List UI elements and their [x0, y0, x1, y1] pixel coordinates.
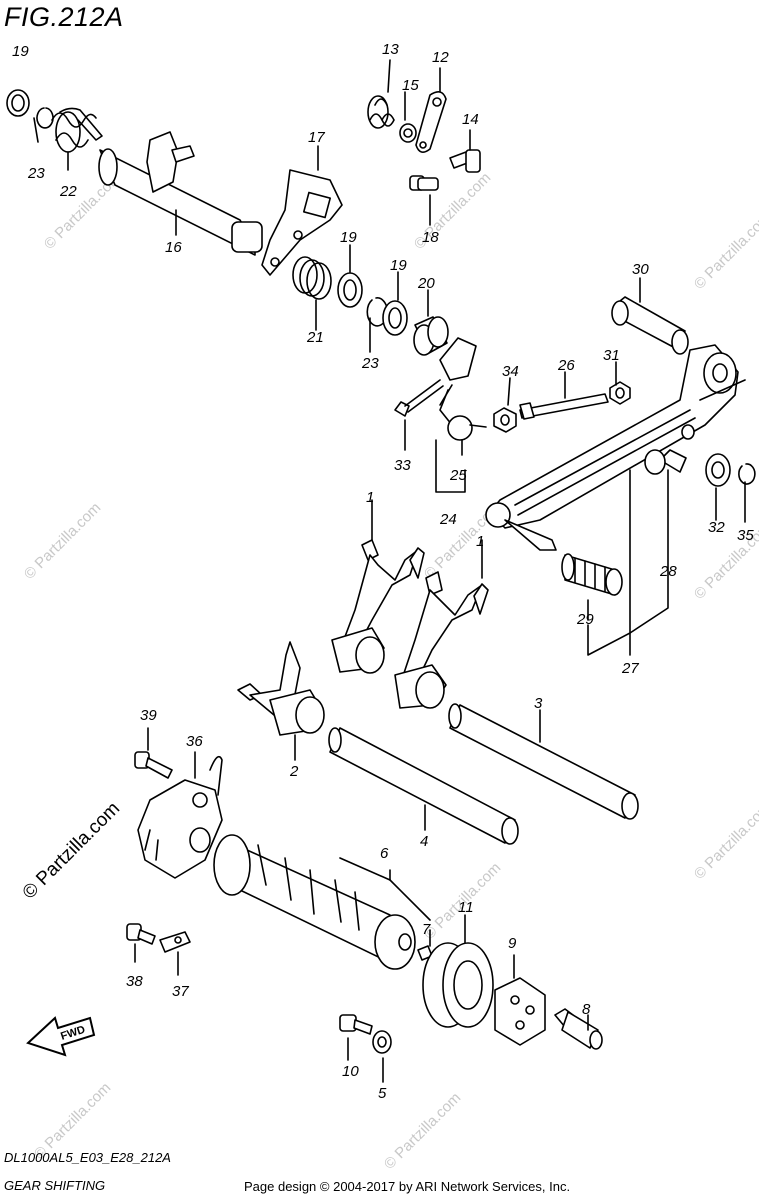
- callout-36: 36: [186, 733, 203, 750]
- callout-24: 24: [439, 511, 457, 528]
- callout-16: 16: [165, 239, 182, 256]
- callout-30: 30: [632, 261, 649, 278]
- part-8-bolt: [554, 1008, 603, 1050]
- callout-38: 38: [126, 973, 143, 990]
- part-31-nut: [609, 361, 631, 405]
- part-38-screw: [126, 923, 156, 963]
- callout-1: 1: [366, 489, 374, 506]
- callout-1: 1: [476, 533, 484, 550]
- callout-37: 37: [172, 983, 189, 1000]
- callout-4: 4: [420, 833, 428, 850]
- part-39-bolt: [134, 727, 173, 779]
- watermark-3: © Partzilla.com: [21, 499, 104, 582]
- callout-2: 2: [289, 763, 299, 780]
- part-29-rubber: [561, 553, 623, 621]
- callout-23: 23: [27, 165, 45, 182]
- part-21-spring: [292, 256, 332, 331]
- part-3-fork-shaft: [448, 703, 639, 820]
- part-27-bracket: [587, 469, 669, 656]
- callout-8: 8: [582, 1001, 591, 1018]
- page-credit: Page design © 2004-2017 by ARI Network S…: [244, 1179, 571, 1194]
- callout-7: 7: [422, 921, 431, 938]
- callout-21: 21: [306, 329, 324, 346]
- callout-5: 5: [378, 1085, 387, 1102]
- callout-19: 19: [390, 257, 407, 274]
- part-6-gearshift-cam: [213, 834, 431, 970]
- callout-9: 9: [508, 935, 517, 952]
- callout-20: 20: [417, 275, 435, 292]
- part-28-gearshift-lever: [485, 344, 746, 551]
- part-22-spring: [51, 107, 103, 171]
- callout-32: 32: [708, 519, 725, 536]
- callout-26: 26: [557, 357, 575, 374]
- part-32-washer: [705, 453, 731, 521]
- callout-14: 14: [462, 111, 479, 128]
- fwd-direction-arrow: FWD: [26, 1016, 96, 1057]
- part-19-washer-right: [382, 271, 408, 336]
- watermark-prominent: © Partzilla.com: [19, 798, 124, 903]
- part-5-washer: [372, 1030, 392, 1083]
- callout-10: 10: [342, 1063, 359, 1080]
- callout-17: 17: [308, 129, 325, 146]
- callout-19: 19: [12, 43, 29, 60]
- part-15-washer: [399, 91, 417, 143]
- watermark-10: © Partzilla.com: [691, 799, 759, 882]
- part-11-bearing: [422, 914, 494, 1028]
- part-4-fork-shaft: [328, 727, 519, 845]
- callout-11: 11: [458, 899, 474, 916]
- part-1-shift-fork-a: [331, 499, 425, 674]
- part-14-bolt: [449, 129, 481, 173]
- callout-31: 31: [603, 347, 620, 364]
- part-26-bolt: [519, 371, 609, 420]
- callout-6: 6: [380, 845, 389, 862]
- callout-23: 23: [361, 355, 379, 372]
- figure-title: FIG.212A: [4, 2, 124, 32]
- callout-34: 34: [502, 363, 519, 380]
- part-13-spring: [367, 59, 395, 129]
- callout-15: 15: [402, 77, 419, 94]
- part-2-shift-fork: [237, 641, 325, 761]
- part-1-shift-fork-b: [394, 539, 489, 709]
- callout-22: 22: [59, 183, 77, 200]
- model-code: DL1000AL5_E03_E28_212A: [4, 1150, 171, 1165]
- callout-39: 39: [140, 707, 157, 724]
- part-12-link: [415, 67, 447, 153]
- part-23-circlip: [33, 107, 54, 143]
- callout-33: 33: [394, 457, 411, 474]
- part-30-pivot-bolt: [611, 277, 689, 355]
- callout-12: 12: [432, 49, 449, 66]
- part-19-washer: [6, 89, 30, 117]
- callout-27: 27: [621, 660, 639, 677]
- watermark-7: © Partzilla.com: [381, 1089, 464, 1172]
- section-name: GEAR SHIFTING: [4, 1178, 106, 1193]
- callout-18: 18: [422, 229, 439, 246]
- callout-3: 3: [534, 695, 543, 712]
- part-24-rod-assembly: [435, 337, 487, 493]
- callout-13: 13: [382, 41, 399, 58]
- callout-29: 29: [576, 611, 594, 628]
- part-16-shift-shaft: [98, 131, 263, 256]
- part-19-washer-mid: [337, 244, 363, 308]
- part-34-nut: [493, 377, 517, 433]
- watermark-8: © Partzilla.com: [691, 209, 759, 292]
- part-36-gear-position-sensor: [137, 751, 223, 879]
- callout-35: 35: [737, 527, 754, 544]
- part-20-seal: [413, 289, 449, 356]
- part-18-pin: [409, 175, 439, 226]
- part-37-clamp: [159, 931, 191, 976]
- part-35-circlip: [738, 463, 756, 523]
- callout-19: 19: [340, 229, 357, 246]
- callout-28: 28: [659, 563, 677, 580]
- part-9-cam-plate: [494, 954, 546, 1046]
- callout-25: 25: [449, 467, 467, 484]
- part-33-bolt: [394, 379, 444, 451]
- part-23-circlip-mid: [366, 297, 389, 353]
- part-17-plate: [261, 145, 343, 276]
- part-10-bolt: [339, 1014, 373, 1061]
